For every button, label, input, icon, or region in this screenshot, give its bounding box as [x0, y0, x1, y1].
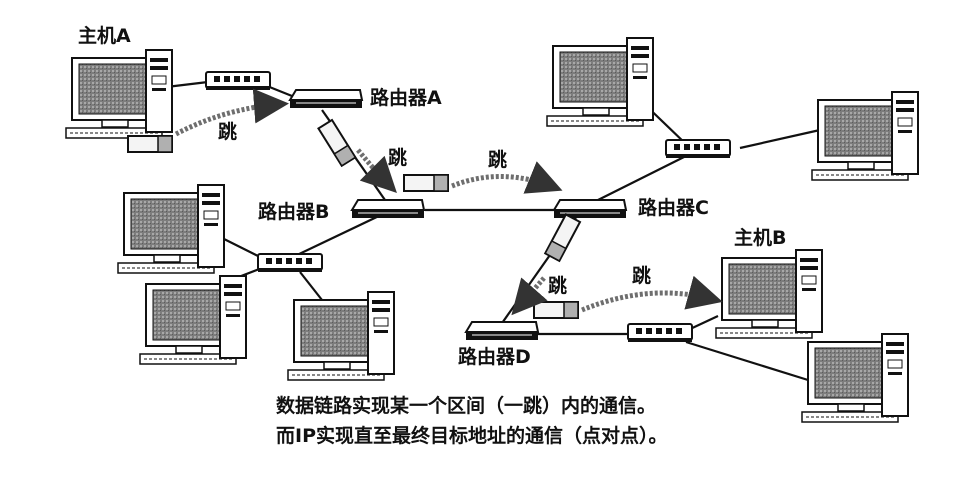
router-d: [465, 321, 539, 341]
label-hop-4: 跳: [548, 274, 567, 297]
packet-router-c: [544, 213, 581, 262]
link-hub-hostb: [687, 315, 719, 331]
router-a: [289, 89, 363, 109]
label-hop-5: 跳: [632, 264, 651, 287]
computer-top-right: [546, 37, 654, 127]
packet-router-d: [533, 301, 579, 319]
label-host-b: 主机B: [734, 227, 786, 249]
link-switch-pc3: [299, 271, 323, 301]
label-router-d: 路由器D: [458, 345, 531, 368]
computer-left-1: [117, 184, 225, 274]
computer-far-right: [811, 91, 919, 181]
hub-near-host-b: [627, 323, 693, 343]
host-a-computer: [65, 49, 173, 139]
router-b: [351, 199, 425, 219]
hop-arrow-3: [451, 161, 563, 194]
label-hop-3: 跳: [488, 148, 507, 171]
label-hop-1: 跳: [218, 120, 237, 143]
link-routerc-hub: [597, 155, 687, 201]
hop-arrow-1: [174, 88, 289, 137]
hub-near-host-a: [205, 71, 271, 91]
link-hub-pc-right: [739, 128, 821, 150]
label-router-c: 路由器C: [638, 196, 709, 219]
label-router-b: 路由器B: [258, 200, 329, 223]
caption-line-2: 而IP实现直至最终目标地址的通信（点对点）。: [276, 424, 668, 447]
packet-router-a: [317, 119, 357, 167]
packet-router-b: [403, 174, 449, 192]
link-routerb-switch: [294, 213, 384, 257]
caption-line-1: 数据链路实现某一个区间（一跳）内的通信。: [276, 394, 656, 417]
hop-arrow-4: [511, 276, 548, 316]
hop-arrow-2: [356, 148, 397, 193]
computer-left-2: [139, 275, 247, 365]
label-host-a: 主机A: [78, 25, 131, 47]
computer-bottom-right: [801, 333, 909, 423]
label-router-a: 路由器A: [370, 86, 442, 109]
host-b-computer: [715, 249, 823, 339]
switch-router-b: [257, 253, 323, 273]
label-hop-2: 跳: [388, 146, 407, 169]
hop-arrow-5: [581, 275, 723, 313]
packet-host-a: [127, 135, 173, 153]
link-hub-pc-bottom: [685, 340, 809, 382]
switch-router-c: [665, 139, 731, 159]
computer-bottom-middle: [287, 291, 395, 381]
